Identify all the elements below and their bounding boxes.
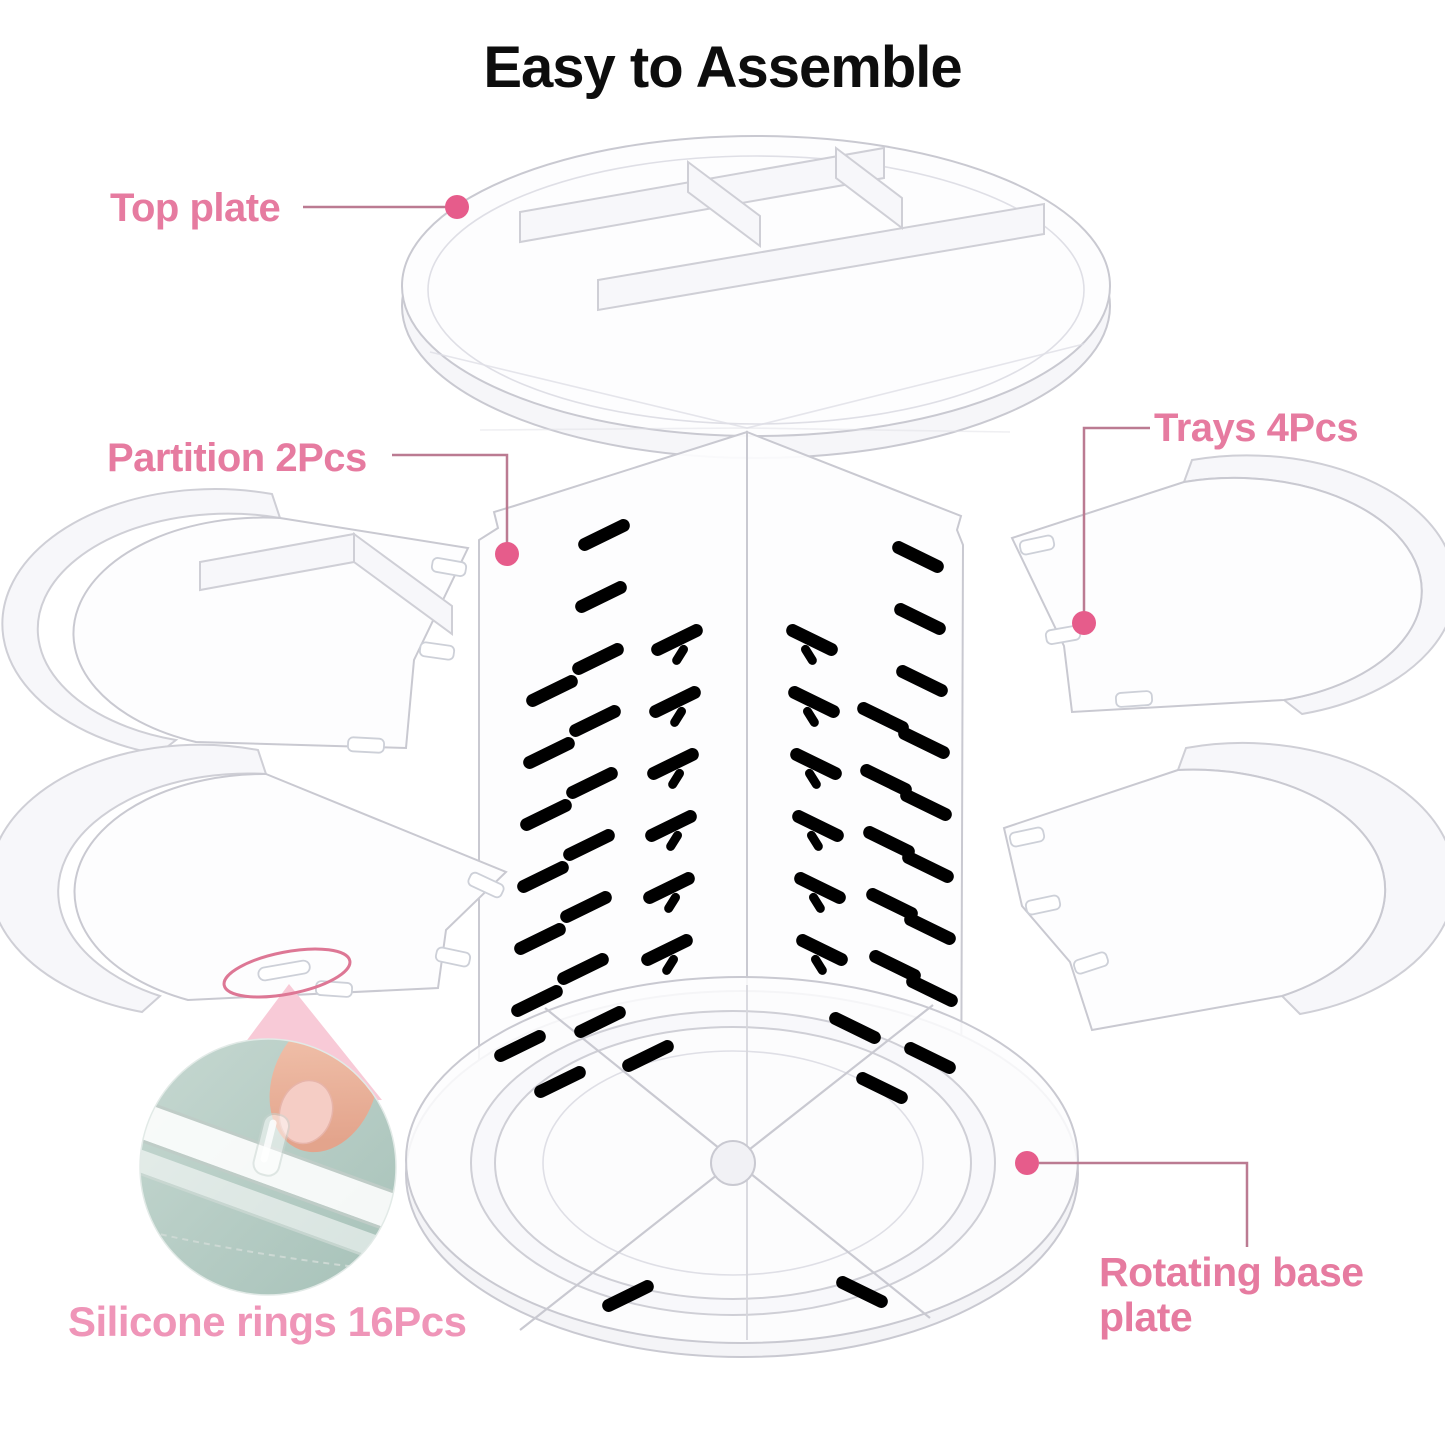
highlight-ellipse <box>222 947 352 999</box>
silicone-ring-inset-photo <box>139 1038 397 1296</box>
silicone-rings-label: Silicone rings 16Pcs <box>68 1298 467 1345</box>
trays-label: Trays 4Pcs <box>1154 406 1359 450</box>
trays-dot <box>1072 611 1096 635</box>
rotating-base-leader-line <box>1039 1161 1249 1247</box>
top-plate-drawing <box>401 135 1111 459</box>
fingernail <box>278 1079 334 1145</box>
partition-leader-line <box>392 453 509 545</box>
tray-lower-right <box>1002 741 1445 1032</box>
partition-label: Partition 2Pcs <box>107 436 367 480</box>
page-title: Easy to Assemble <box>483 35 962 100</box>
tray-upper-right <box>1010 454 1445 716</box>
rotating-base-label: Rotating base plate <box>1099 1249 1364 1341</box>
tray-upper-left <box>1 488 470 756</box>
callout-leaders <box>303 195 1249 1247</box>
tray-lower-left <box>0 743 508 1014</box>
rotating-base-plate-drawing <box>405 976 1079 1358</box>
silicone-ring <box>252 1112 291 1177</box>
rotating-base-dot <box>1015 1151 1039 1175</box>
trays-leader-line <box>1082 426 1150 613</box>
top-plate-label: Top plate <box>110 186 281 230</box>
partition-dot <box>495 542 519 566</box>
top-plate-dot <box>445 195 469 219</box>
